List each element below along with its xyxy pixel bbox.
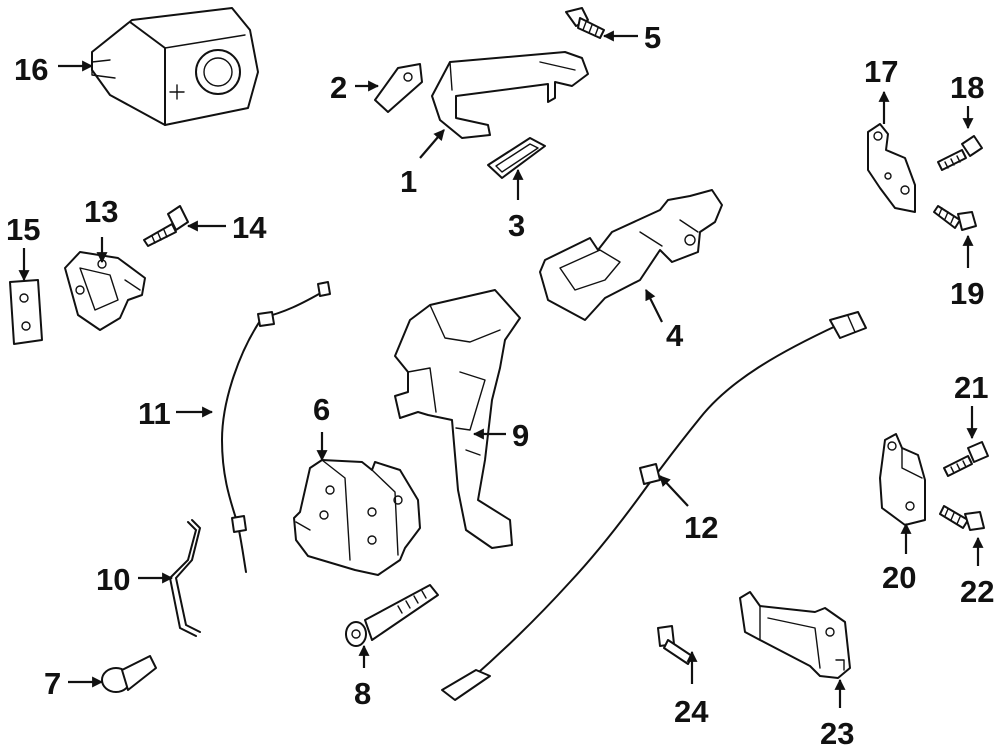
callout-10: 10 xyxy=(96,562,130,597)
part-18-bolt xyxy=(937,135,983,171)
part-22-bolt xyxy=(939,505,985,531)
callout-13: 13 xyxy=(84,194,118,229)
part-6-latch xyxy=(293,459,421,576)
part-21-bolt xyxy=(943,441,989,477)
part-3-gasket xyxy=(487,137,546,179)
callout-5: 5 xyxy=(644,20,661,55)
callout-14: 14 xyxy=(232,210,267,245)
callout-18: 18 xyxy=(950,70,984,105)
part-11-cable xyxy=(220,281,331,573)
callout-8: 8 xyxy=(354,676,371,711)
callout-12: 12 xyxy=(684,510,718,545)
callout-19: 19 xyxy=(950,276,984,311)
part-23-striker xyxy=(739,591,851,679)
part-5-screw xyxy=(565,7,605,39)
callout-17: 17 xyxy=(864,54,898,89)
part-8-bolt xyxy=(345,584,439,647)
part-9-shield xyxy=(394,289,521,549)
part-1-handle xyxy=(431,51,589,139)
callout-21: 21 xyxy=(954,370,988,405)
callout-arrows xyxy=(18,30,984,708)
callout-2: 2 xyxy=(330,70,347,105)
part-15-plate xyxy=(9,279,43,345)
part-12-cable xyxy=(441,311,867,701)
callout-20: 20 xyxy=(882,560,916,595)
part-17-bracket xyxy=(867,123,916,213)
callout-16: 16 xyxy=(14,52,48,87)
part-16-module xyxy=(91,7,259,126)
part-4-reinforcement xyxy=(539,189,723,321)
callout-11: 11 xyxy=(138,396,171,431)
part-14-screw xyxy=(143,205,189,247)
part-7-stud xyxy=(101,655,157,693)
callout-15: 15 xyxy=(6,212,40,247)
callout-labels: 16 2 1 3 5 4 17 18 19 13 14 15 11 10 6 9… xyxy=(6,20,994,751)
callout-24: 24 xyxy=(674,694,709,729)
callout-6: 6 xyxy=(313,392,330,427)
part-13-bracket xyxy=(64,251,146,331)
callout-4: 4 xyxy=(666,318,684,353)
part-19-bolt xyxy=(933,205,977,231)
callout-7: 7 xyxy=(44,666,61,701)
callout-23: 23 xyxy=(820,716,854,751)
part-2-bracket xyxy=(374,63,423,113)
part-24-bolt xyxy=(657,625,693,665)
callout-22: 22 xyxy=(960,574,994,609)
callout-9: 9 xyxy=(512,418,529,453)
part-10-rod xyxy=(168,519,202,637)
callout-3: 3 xyxy=(508,208,525,243)
part-20-bracket xyxy=(879,433,926,526)
callout-1: 1 xyxy=(400,164,417,199)
